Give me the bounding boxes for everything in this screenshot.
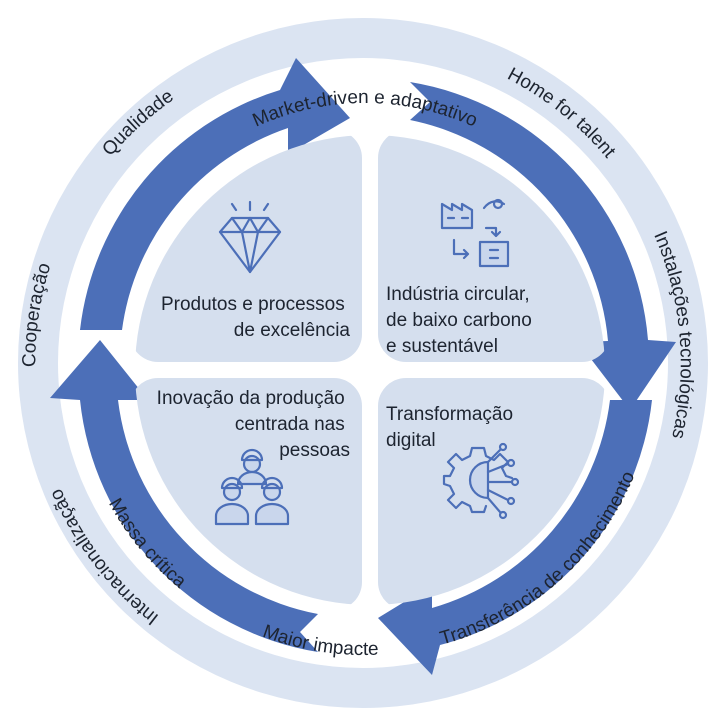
diamond-icon [218, 200, 282, 274]
quadrant-bottom-left-line: centrada nas [235, 414, 345, 435]
arrow-top-left [80, 58, 350, 330]
quadrant-bottom-left-title: Inovação da produção centrada nas pessoa… [157, 388, 350, 461]
quadrant-top-right-line: e sustentável [386, 336, 498, 357]
quadrant-bottom-right-title: Transformação digital [386, 404, 518, 451]
quadrant-bottom-right-line: Transformação [386, 404, 513, 425]
quadrant-bottom-left-line: Inovação da produção [157, 388, 345, 409]
quadrant-top-left-title: Produtos e processos de excelência [161, 294, 350, 341]
quadrant-bottom-right-line: digital [386, 430, 436, 451]
quadrant-top-left-line: Produtos e processos [161, 294, 345, 315]
quadrant-top-left-line: de excelência [234, 320, 351, 341]
white-band [58, 58, 668, 668]
arrow-bottom-left [50, 340, 318, 652]
quadrant-top-right-line: de baixo carbono [386, 310, 532, 331]
quadrant-top-right-title: Indústria circular, de baixo carbono e s… [386, 284, 537, 357]
quadrant-bottom-left-line: pessoas [279, 440, 350, 461]
quadrant-top-right-line: Indústria circular, [386, 284, 530, 305]
circular-factory-icon [440, 198, 510, 268]
arrow-bottom-right [378, 400, 652, 675]
cycle-arrows [50, 58, 676, 675]
digital-gear-icon [442, 442, 520, 520]
arrow-top-right [410, 82, 676, 410]
workers-icon [214, 448, 290, 526]
